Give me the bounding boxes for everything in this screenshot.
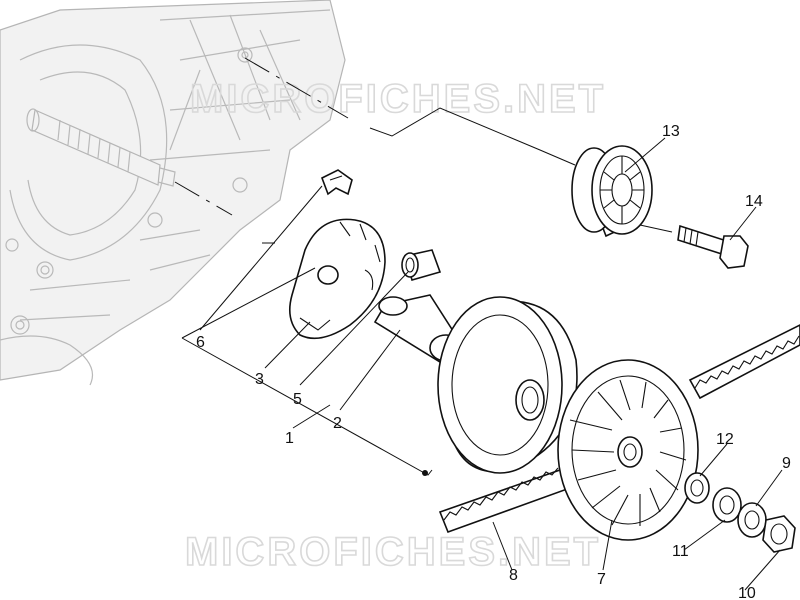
assembly-axis-lines bbox=[174, 57, 673, 244]
callout-10[interactable]: 10 bbox=[738, 585, 756, 600]
nut-washer[interactable] bbox=[737, 502, 767, 538]
idler-roller[interactable] bbox=[571, 145, 653, 238]
callout-1[interactable]: 1 bbox=[285, 430, 294, 447]
callout-9[interactable]: 9 bbox=[782, 455, 791, 472]
drive-belt-upper[interactable] bbox=[688, 324, 800, 400]
watermark-top: MICROFICHES.NET bbox=[190, 77, 606, 121]
crankcase-ghost bbox=[0, 0, 346, 386]
washer[interactable] bbox=[712, 487, 742, 523]
small-spacer[interactable] bbox=[401, 249, 442, 281]
splined-shaft bbox=[26, 108, 176, 187]
callout-2[interactable]: 2 bbox=[333, 415, 342, 432]
driving-pulley-half[interactable] bbox=[437, 296, 578, 474]
callout-8[interactable]: 8 bbox=[509, 567, 518, 584]
slider-plate[interactable] bbox=[289, 218, 386, 340]
thin-washer[interactable] bbox=[684, 472, 710, 504]
callout-5[interactable]: 5 bbox=[293, 391, 302, 408]
callout-11[interactable]: 11 bbox=[672, 543, 689, 560]
callout-14[interactable]: 14 bbox=[745, 193, 763, 210]
callout-6[interactable]: 6 bbox=[196, 334, 205, 351]
leader-lines bbox=[181, 137, 783, 591]
bolt[interactable] bbox=[677, 224, 749, 269]
fan-pulley[interactable] bbox=[557, 359, 699, 541]
watermark-bottom: MICROFICHES.NET bbox=[185, 530, 601, 574]
callout-7[interactable]: 7 bbox=[597, 571, 606, 588]
callout-3[interactable]: 3 bbox=[255, 371, 264, 388]
callout-13[interactable]: 13 bbox=[662, 123, 680, 140]
drive-belt-lower[interactable] bbox=[438, 467, 572, 534]
hex-nut[interactable] bbox=[762, 515, 796, 553]
slider-guide-clip[interactable] bbox=[320, 169, 353, 196]
callout-12[interactable]: 12 bbox=[716, 431, 734, 448]
